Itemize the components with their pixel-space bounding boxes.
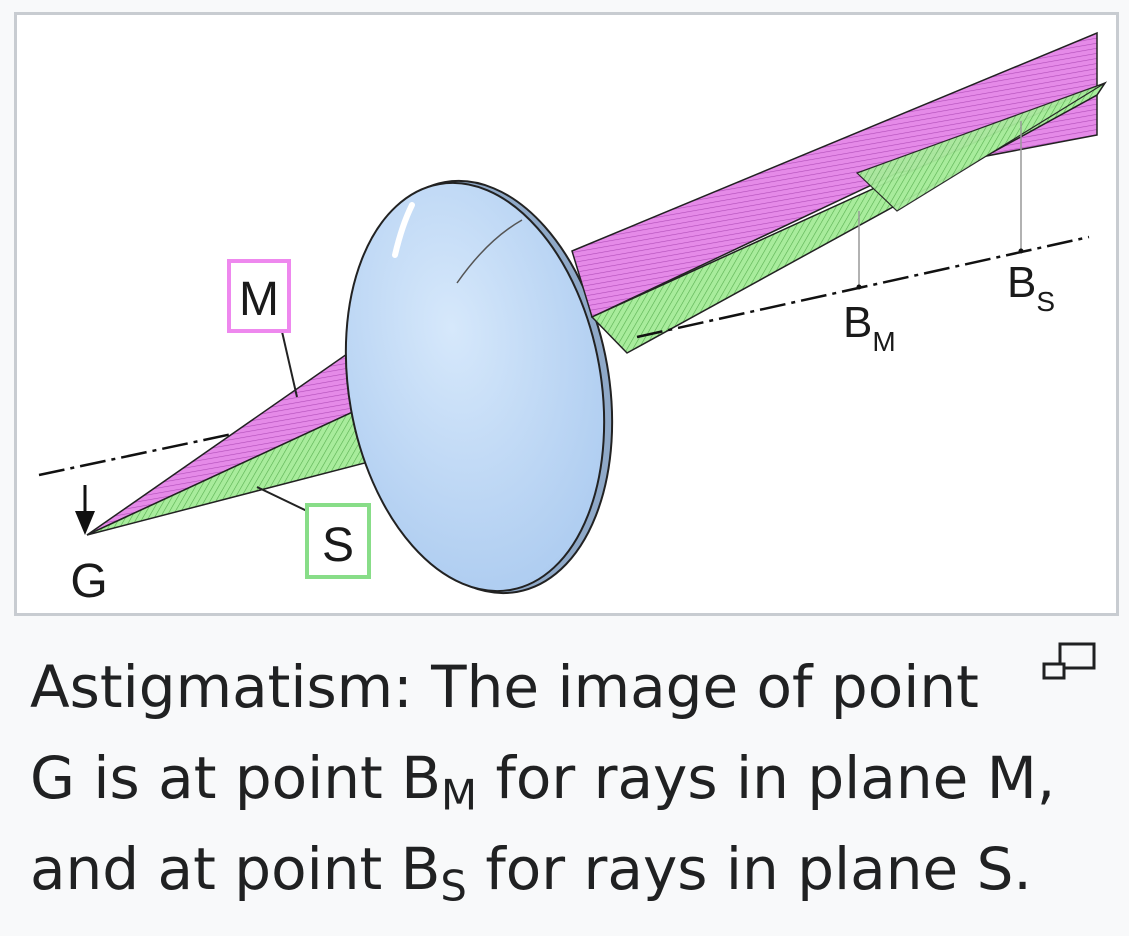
lens bbox=[344, 181, 606, 593]
s-label-box bbox=[305, 503, 371, 579]
g-label: G bbox=[70, 555, 107, 608]
s-leader bbox=[256, 486, 308, 512]
bm-point bbox=[856, 284, 862, 290]
caption-line-3: and at point BS for rays in plane S. bbox=[30, 835, 1032, 911]
optical-axis-right bbox=[636, 235, 1090, 339]
figure-caption: Astigmatism: The image of point G is at … bbox=[30, 642, 1070, 915]
lens-highlight bbox=[392, 202, 415, 258]
figure-frame[interactable]: M S G BM BS bbox=[14, 12, 1119, 616]
astigmatism-diagram: M S G BM BS bbox=[38, 31, 1108, 608]
meridional-plane-right bbox=[571, 31, 1098, 319]
enlarge-icon[interactable] bbox=[1040, 640, 1100, 684]
m-label: M bbox=[239, 273, 279, 326]
bs-label: BS bbox=[1007, 258, 1055, 317]
object-arrow-head bbox=[75, 511, 95, 535]
bs-point bbox=[1018, 248, 1024, 254]
m-label-box bbox=[227, 259, 291, 333]
s-label: S bbox=[322, 519, 354, 572]
caption-line-2: G is at point BM for rays in plane M, bbox=[30, 744, 1056, 820]
caption-line-1: Astigmatism: The image of point bbox=[30, 653, 979, 721]
lens-axis-arc bbox=[456, 219, 523, 284]
sagittal-plane-wedge bbox=[855, 82, 1106, 212]
bm-label: BM bbox=[843, 298, 896, 357]
